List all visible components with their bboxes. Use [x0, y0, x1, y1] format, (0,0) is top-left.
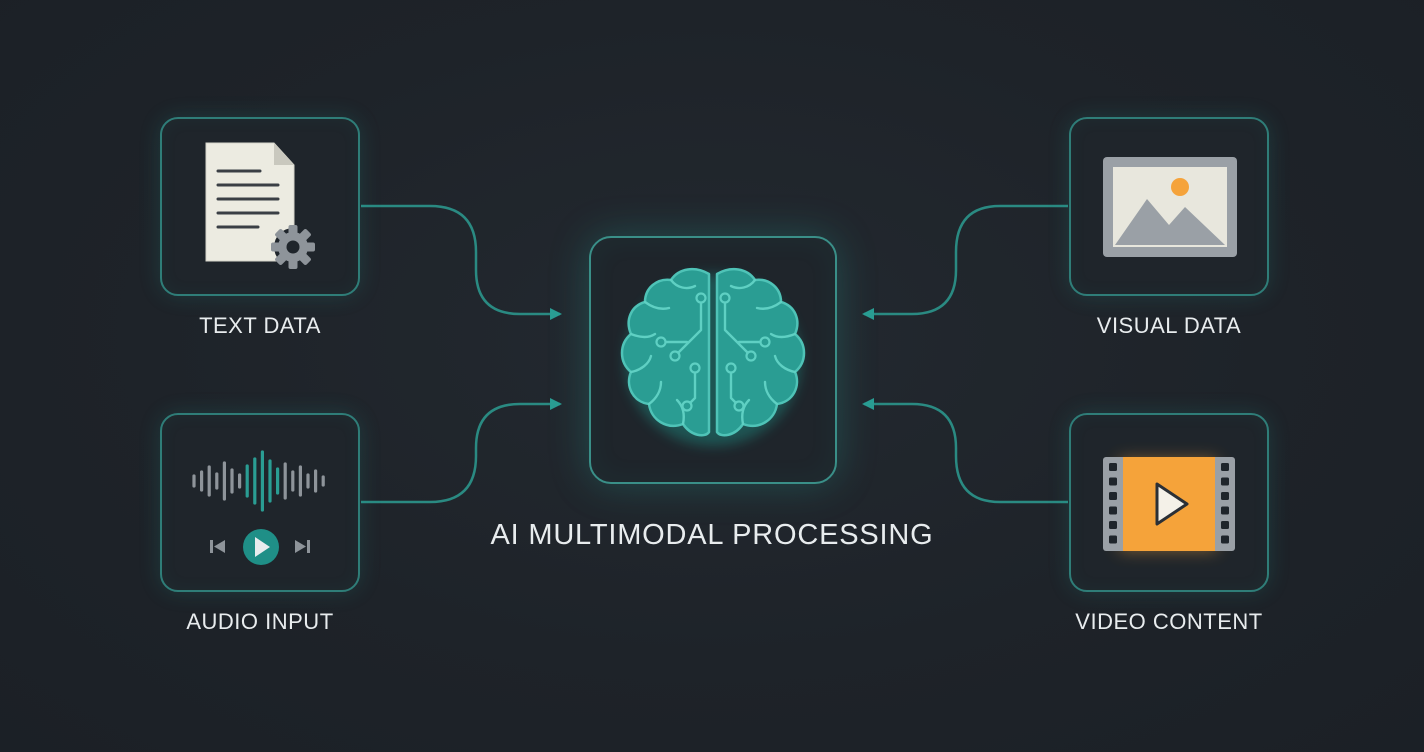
audio-input-card — [160, 413, 360, 592]
connector-text-to-center — [361, 204, 562, 320]
audio-waveform-icon — [192, 450, 325, 565]
film-play-icon — [1103, 457, 1235, 551]
audio-input-label: AUDIO INPUT — [186, 609, 334, 634]
video-content-label: VIDEO CONTENT — [1075, 609, 1263, 634]
connector-visual-to-center — [862, 204, 1068, 320]
ai-processing-card — [589, 236, 837, 484]
text-data-card — [160, 117, 360, 296]
gear-icon — [271, 225, 315, 269]
circuit-brain-icon — [620, 267, 806, 446]
video-content-card — [1069, 413, 1269, 592]
skip-forward-icon — [295, 540, 310, 553]
document-gear-icon — [205, 142, 315, 269]
visual-data-label: VISUAL DATA — [1096, 313, 1242, 338]
connector-video-to-center — [862, 398, 1068, 504]
visual-data-card — [1069, 117, 1269, 296]
skip-back-icon — [210, 540, 225, 553]
ai-processing-label: AI MULTIMODAL PROCESSING — [490, 519, 934, 551]
play-button-icon — [243, 529, 279, 565]
brain-left-hemisphere — [620, 267, 711, 437]
image-icon — [1103, 157, 1237, 257]
connector-audio-to-center — [361, 398, 562, 504]
brain-right-hemisphere — [715, 267, 806, 437]
text-data-label: TEXT DATA — [199, 313, 321, 338]
